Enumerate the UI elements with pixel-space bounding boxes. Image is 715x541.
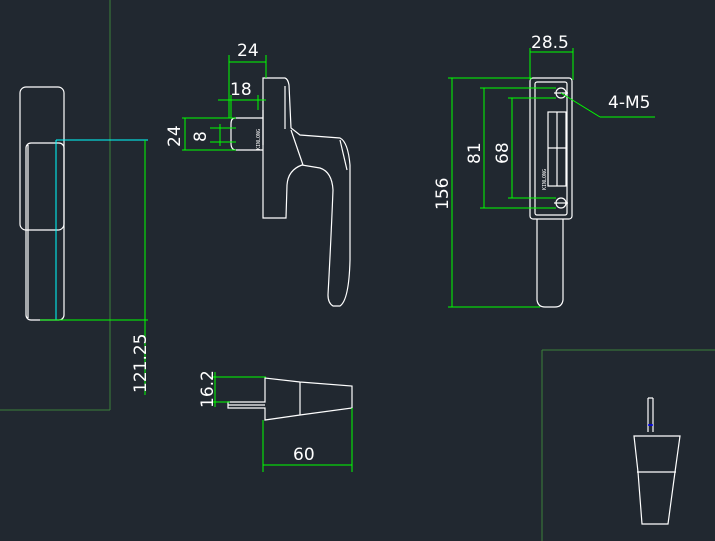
brand-mark-base: KINLONG bbox=[542, 169, 548, 190]
small-handle-view bbox=[633, 397, 681, 525]
dim-16-2-label: 16.2 bbox=[198, 370, 218, 408]
hidden-lines-front bbox=[55, 139, 148, 320]
dim-156-label: 156 bbox=[433, 178, 453, 210]
dim-81-label: 81 bbox=[465, 142, 485, 164]
dim-24-side-label: 24 bbox=[165, 125, 185, 147]
dim-68-label: 68 bbox=[493, 142, 513, 164]
dims-side-view bbox=[182, 55, 267, 151]
brand-mark-side: KINLONG bbox=[256, 129, 262, 150]
dim-24-top-label: 24 bbox=[237, 41, 259, 61]
handle-top-view bbox=[227, 377, 353, 421]
base-plate-view bbox=[529, 77, 573, 308]
dim-4-m5-label: 4-M5 bbox=[608, 93, 650, 113]
dim-28-5-label: 28.5 bbox=[531, 33, 569, 53]
dims-base-view bbox=[448, 48, 655, 308]
dim-121-25-label: 121.25 bbox=[131, 334, 151, 393]
handle-side-view bbox=[230, 77, 351, 307]
dim-18-label: 18 bbox=[230, 80, 252, 100]
dim-60-label: 60 bbox=[293, 445, 315, 465]
dim-8-label: 8 bbox=[191, 131, 211, 142]
dims-top-view bbox=[212, 372, 353, 472]
handle-front-view bbox=[19, 86, 65, 321]
dim-121-25 bbox=[40, 140, 148, 395]
